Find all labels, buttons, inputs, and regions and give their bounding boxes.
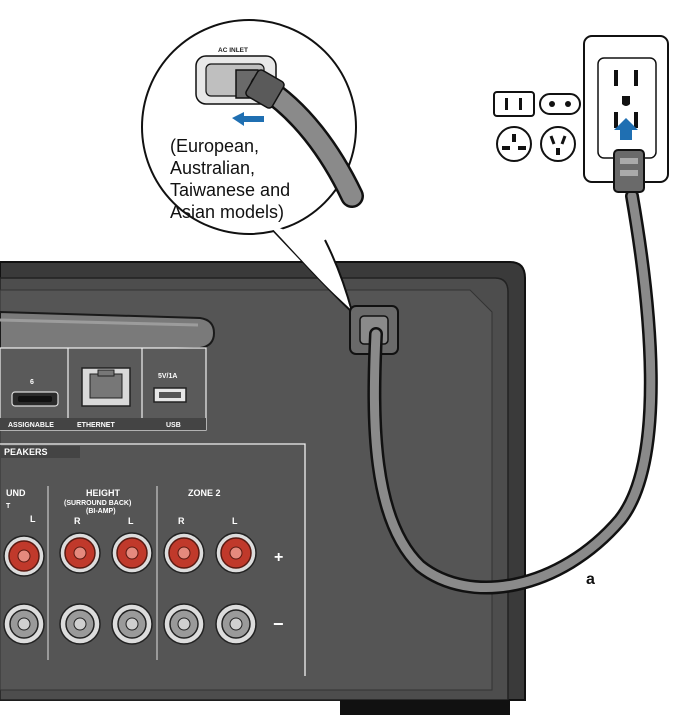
plus-sign: + <box>274 549 283 566</box>
zone2-l: L <box>232 516 238 526</box>
antenna <box>0 310 216 354</box>
col-height-sub1: (SURROUND BACK) <box>64 500 131 507</box>
plug-in-arrow-icon <box>614 118 638 140</box>
speakers-section: PEAKERS UND T L HEIGHT (SURROUND BACK) (… <box>0 443 306 676</box>
plug-type-c-icon <box>539 93 581 115</box>
col-surround-sub: T <box>6 503 11 510</box>
callout-text: (European, Australian, Taiwanese and Asi… <box>170 136 290 222</box>
col-zone2: ZONE 2 <box>188 488 221 498</box>
terminal-minus-2 <box>59 603 101 645</box>
height-l: L <box>128 516 134 526</box>
callout-line-2: Australian, <box>170 158 255 178</box>
terminal-plus-2 <box>59 532 101 574</box>
wall-outlet <box>583 35 669 183</box>
zone2-r: R <box>178 516 185 526</box>
plug-type-a-icon <box>493 91 535 117</box>
usb-port: 5V/1A USB <box>142 373 206 430</box>
terminal-plus-1 <box>3 535 45 577</box>
connector-area: 6 ASSIGNABLE ETHERNET 5V/1A USB <box>0 347 207 431</box>
col-surround: UND <box>6 488 26 498</box>
hdmi-number: 6 <box>30 379 34 386</box>
reference-letter: a <box>586 571 595 588</box>
hdmi-port: 6 ASSIGNABLE <box>0 379 68 430</box>
usb-label: USB <box>166 422 181 429</box>
ethernet-port: ETHERNET <box>68 367 142 430</box>
height-r: R <box>74 516 81 526</box>
insert-arrow-icon <box>232 112 264 126</box>
minus-sign: − <box>273 614 284 634</box>
plug-type-g-icon <box>496 126 532 162</box>
plug-type-i-icon <box>540 126 576 162</box>
plug-type-icons <box>493 91 581 162</box>
power-plug <box>613 149 645 193</box>
callout-line-4: Asian models) <box>170 202 284 222</box>
terminal-minus-5 <box>215 603 257 645</box>
terminal-minus-1 <box>3 603 45 645</box>
surround-l: L <box>30 514 36 524</box>
hdmi-label: ASSIGNABLE <box>8 422 54 429</box>
terminal-minus-3 <box>111 603 153 645</box>
speakers-label: PEAKERS <box>4 447 48 457</box>
terminal-plus-5 <box>215 532 257 574</box>
callout-line-1: (European, <box>170 136 259 156</box>
ac-inlet-label: AC INLET <box>218 47 248 54</box>
usb-rating: 5V/1A <box>158 373 177 380</box>
power-cord <box>367 189 658 595</box>
col-height-sub2: (BI-AMP) <box>86 508 116 515</box>
callout-bubble: AC INLET (European, Australian, Taiwanes… <box>141 19 364 315</box>
callout-line-3: Taiwanese and <box>170 180 290 200</box>
terminal-minus-4 <box>163 603 205 645</box>
ethernet-label: ETHERNET <box>77 422 115 429</box>
col-height: HEIGHT <box>86 488 121 498</box>
terminal-plus-3 <box>111 532 153 574</box>
terminal-plus-4 <box>163 532 205 574</box>
chassis-foot <box>340 700 510 715</box>
